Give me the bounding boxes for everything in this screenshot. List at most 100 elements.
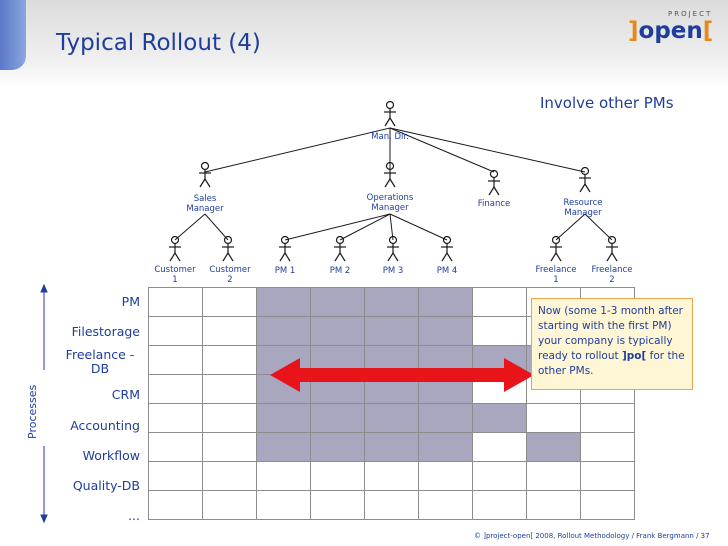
matrix-cell <box>148 403 203 433</box>
person-icon-operations-manager <box>382 161 398 193</box>
label-pm-4: PM 4 <box>402 266 492 276</box>
matrix-cell-active <box>418 403 473 433</box>
matrix-cell <box>472 432 527 462</box>
matrix-row <box>148 461 635 491</box>
callout-brand-open: ] <box>621 350 627 362</box>
person-icon-freelance-1 <box>548 235 564 267</box>
callout-brand-close: [ <box>641 350 647 362</box>
matrix-cell <box>364 461 419 491</box>
person-icon-finance <box>486 169 502 201</box>
label-line: PM 4 <box>436 266 458 276</box>
label-line: 2 <box>609 275 615 285</box>
matrix-cell-active <box>472 403 527 433</box>
matrix-cell <box>148 461 203 491</box>
matrix-cell-active <box>310 287 365 317</box>
label-line: 2 <box>227 275 233 285</box>
matrix-cell <box>202 345 257 375</box>
matrix-cell-active <box>418 316 473 346</box>
matrix-cell <box>580 490 635 520</box>
matrix-cell <box>472 461 527 491</box>
callout-text: Now (some 1-3 month after starting with … <box>538 305 683 362</box>
label-line: 1 <box>172 275 178 285</box>
matrix-row <box>148 432 635 462</box>
matrix-cell <box>418 461 473 491</box>
matrix-cell <box>310 490 365 520</box>
matrix-cell <box>418 490 473 520</box>
person-icon-pm-4 <box>439 235 455 267</box>
matrix-cell-active <box>526 432 581 462</box>
matrix-cell <box>472 490 527 520</box>
person-icon-pm-1 <box>277 235 293 267</box>
label-line: PM 2 <box>329 266 351 276</box>
matrix-cell-active <box>364 287 419 317</box>
label-line: Sales <box>193 194 217 204</box>
label-customer-2: Customer 2 <box>185 265 275 285</box>
matrix-cell-active <box>418 287 473 317</box>
label-line: Finance <box>477 199 511 209</box>
matrix-cell-active <box>310 432 365 462</box>
processes-axis-label: Processes <box>26 384 39 439</box>
label-line: Resource <box>563 198 603 208</box>
callout-brand: ]po[ <box>622 350 646 362</box>
label-line: Operations <box>366 193 414 203</box>
matrix-cell <box>202 374 257 404</box>
label-resource-manager: Resource Manager <box>538 198 628 218</box>
process-label-filestorage: Filestorage <box>71 324 140 339</box>
matrix-cell-active <box>256 287 311 317</box>
process-label-crm: CRM <box>111 387 140 402</box>
label-line: Customer <box>209 265 251 275</box>
label-man-dir: Man. Dir. <box>371 132 409 142</box>
label-line: Manager <box>564 208 602 218</box>
label-pm-1: PM 1 <box>240 266 330 276</box>
matrix-cell <box>148 345 203 375</box>
matrix-cell-active <box>310 316 365 346</box>
label-line: PM 1 <box>274 266 296 276</box>
matrix-cell <box>148 287 203 317</box>
person-icon-customer-1 <box>167 235 183 267</box>
slide-footer: © ]project-open[ 2008, Rollout Methodolo… <box>474 532 710 540</box>
person-icon-customer-2 <box>220 235 236 267</box>
matrix-cell <box>310 461 365 491</box>
label-pm-3: PM 3 <box>348 266 438 276</box>
person-icon-freelance-2 <box>604 235 620 267</box>
process-label-freelance-db: Freelance -DB <box>65 347 135 376</box>
matrix-cell <box>202 461 257 491</box>
processes-axis-arrow <box>40 284 48 524</box>
label-sales-manager: Sales Manager <box>160 194 250 214</box>
label-line: Customer <box>154 265 196 275</box>
matrix-cell <box>580 432 635 462</box>
matrix-cell-active <box>364 432 419 462</box>
matrix-cell-active <box>256 403 311 433</box>
slide-header <box>0 0 728 88</box>
label-line: Manager <box>371 203 409 213</box>
matrix-row <box>148 403 635 433</box>
matrix-row <box>148 490 635 520</box>
double-arrow <box>270 358 534 392</box>
matrix-cell <box>472 287 527 317</box>
matrix-cell <box>526 490 581 520</box>
matrix-cell <box>202 316 257 346</box>
decorative-corner-tab <box>0 0 26 70</box>
label-line: Freelance <box>535 265 577 275</box>
matrix-cell-active <box>256 432 311 462</box>
label-line: Manager <box>186 204 224 214</box>
matrix-cell-active <box>364 316 419 346</box>
matrix-cell <box>202 287 257 317</box>
matrix-cell-active <box>256 316 311 346</box>
label-pm-2: PM 2 <box>295 266 385 276</box>
person-icon-man-dir <box>382 100 398 132</box>
matrix-cell <box>526 461 581 491</box>
callout-brand-mid: po <box>626 350 642 362</box>
logo-wordmark: ]open[ <box>628 18 713 44</box>
project-open-logo: PROJECT ]open[ <box>628 10 720 46</box>
person-icon-resource-manager <box>577 166 593 198</box>
matrix-cell <box>580 403 635 433</box>
label-line: Freelance <box>591 265 633 275</box>
logo-bracket-right: [ <box>702 18 714 44</box>
process-label-workflow: Workflow <box>82 448 140 463</box>
process-label-more: ... <box>128 508 140 523</box>
matrix-cell <box>148 374 203 404</box>
matrix-row <box>148 316 635 346</box>
matrix-cell <box>148 432 203 462</box>
